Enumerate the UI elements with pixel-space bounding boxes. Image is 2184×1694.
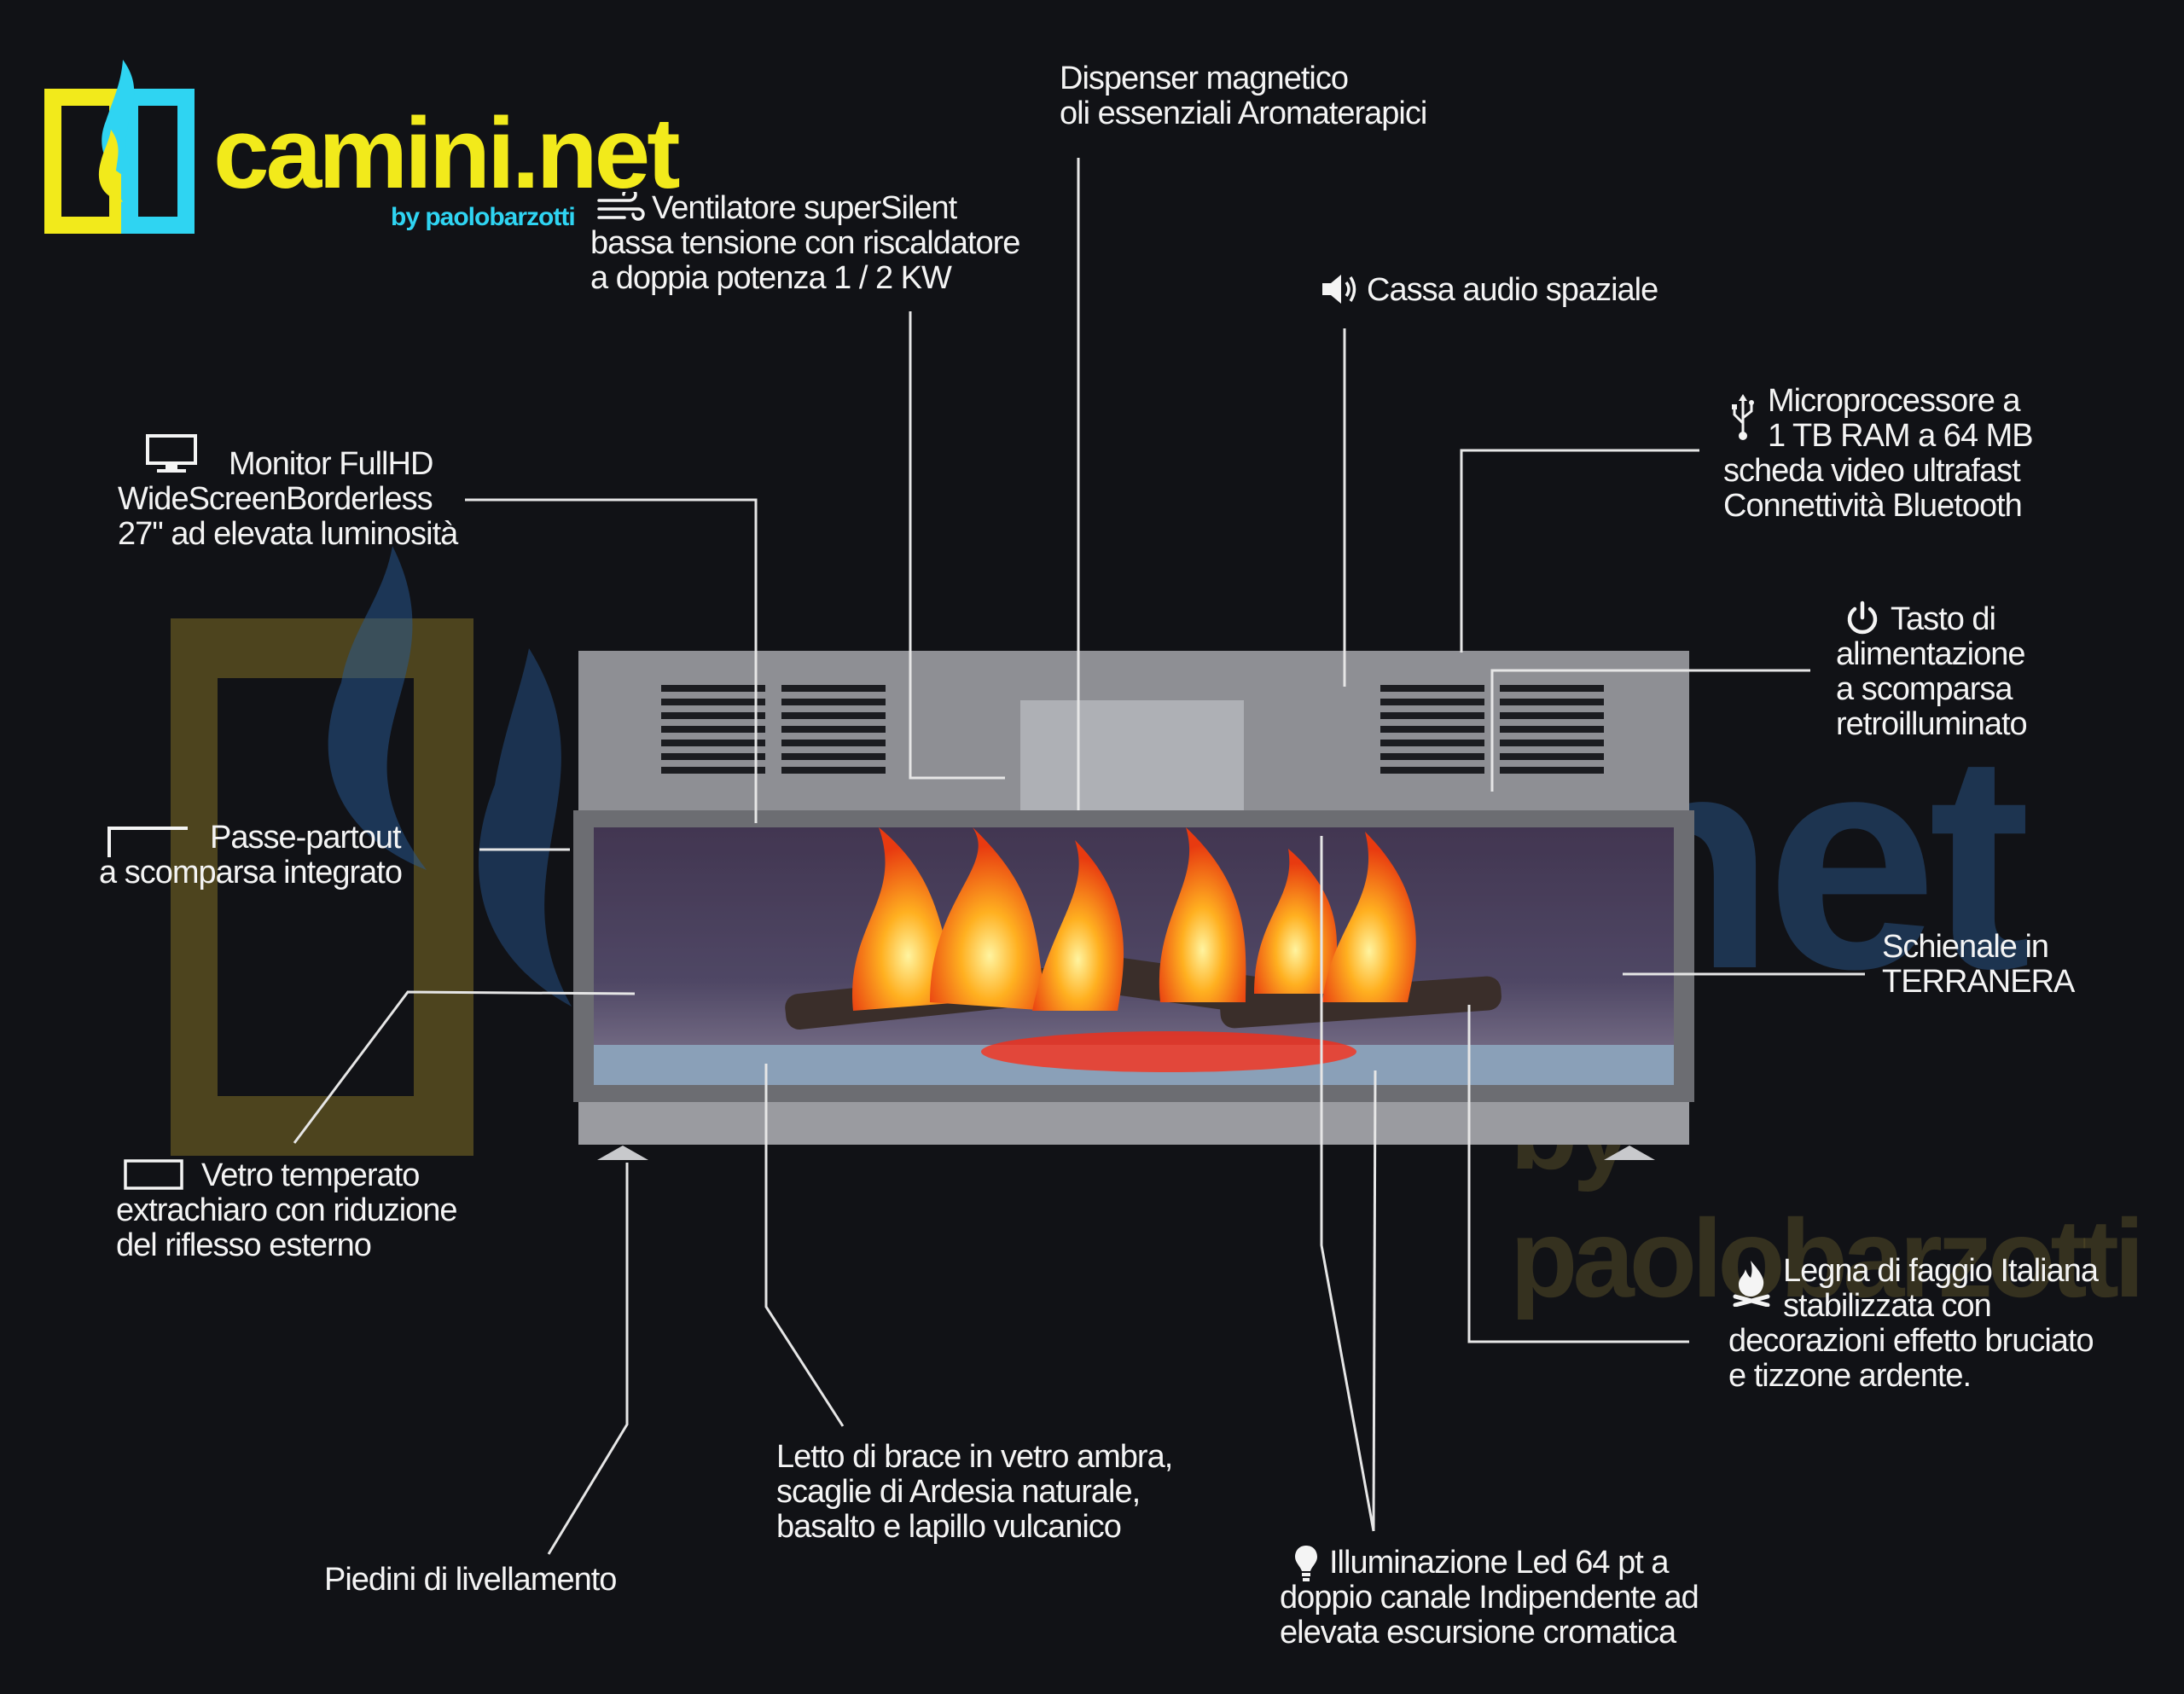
label-cassa-line1: Cassa audio spaziale <box>1367 272 1658 308</box>
label-ventilatore-line2: bassa tensione con riscaldatore <box>590 225 1020 261</box>
label-schienale-line1: Schienale in <box>1882 929 2049 965</box>
speaker-icon <box>1322 275 1356 304</box>
label-microprocessore-line3: scheda video ultrafast <box>1723 453 2021 489</box>
glass-panel-icon <box>124 1159 183 1190</box>
watermark-logo-icon <box>171 546 572 1156</box>
brand-logo-icon <box>44 60 195 234</box>
label-illuminazione: Illuminazione Led 64 pt a doppio canale … <box>1280 1546 1699 1650</box>
leader-piedini <box>547 1163 629 1555</box>
fireplace-illustration <box>573 651 1694 1160</box>
monitor-icon <box>146 434 197 473</box>
label-schienale: Schienale in TERRANERA <box>1882 929 2075 1000</box>
label-passe-line2: a scomparsa integrato <box>99 855 403 891</box>
label-passe: Passe-partout a scomparsa integrato <box>99 820 403 891</box>
label-tasto-line1: Tasto di <box>1891 601 1996 637</box>
leader-letto <box>764 1064 845 1427</box>
label-microprocessore-line1: Microprocessore a <box>1768 383 2021 419</box>
leader-ventilatore <box>909 311 1005 780</box>
label-legna: Legna di faggio Italiana stabilizzata co… <box>1728 1253 2099 1394</box>
leader-illuminazione-a <box>1320 836 1375 1532</box>
wind-icon <box>597 192 645 221</box>
label-monitor-line3: 27" ad elevata luminosità <box>118 516 458 552</box>
label-legna-line1: Legna di faggio Italiana <box>1783 1253 2099 1289</box>
leader-legna <box>1467 1005 1689 1343</box>
label-microprocessore-line4: Connettività Bluetooth <box>1723 488 2023 524</box>
power-icon <box>1847 600 1878 635</box>
leader-vetro <box>293 990 636 1144</box>
leader-monitor <box>465 498 758 823</box>
label-ventilatore-line1: Ventilatore superSilent <box>652 190 957 226</box>
label-legna-line2: stabilizzata con <box>1783 1288 1992 1324</box>
leader-illuminazione-b <box>1372 1070 1377 1532</box>
label-vetro-line3: del riflesso esterno <box>116 1227 372 1263</box>
label-letto-line1: Letto di brace in vetro ambra, <box>776 1439 1173 1475</box>
label-cassa: Cassa audio spaziale <box>1367 273 1658 308</box>
label-dispenser-line1: Dispenser magnetico <box>1060 61 1349 96</box>
label-legna-line3: decorazioni effetto bruciato <box>1728 1323 2094 1359</box>
watermark-tagline: by paolobarzotti <box>1510 1068 2145 1320</box>
label-dispenser-line2: oli essenziali Aromaterapici <box>1060 96 1427 131</box>
label-illuminazione-line1: Illuminazione Led 64 pt a <box>1329 1545 1670 1581</box>
label-tasto-line2: alimentazione <box>1836 636 2025 672</box>
label-monitor-line2: WideScreenBorderless <box>118 481 433 517</box>
label-piedini: Piedini di livellamento <box>324 1562 617 1598</box>
label-passe-line1: Passe-partout <box>210 820 402 856</box>
brand-name: camini.net <box>213 97 681 210</box>
label-monitor-line1: Monitor FullHD <box>229 446 433 482</box>
label-vetro-line2: extrachiaro con riduzione <box>116 1192 458 1228</box>
bulb-icon <box>1295 1546 1317 1581</box>
campfire-icon <box>1733 1261 1770 1307</box>
leader-tasto <box>1490 669 1810 792</box>
label-legna-line4: e tizzone ardente. <box>1728 1358 1972 1394</box>
usb-icon <box>1732 394 1754 440</box>
label-tasto-line4: retroilluminato <box>1836 706 2028 742</box>
label-letto-line2: scaglie di Ardesia naturale, <box>776 1474 1141 1510</box>
label-illuminazione-line2: doppio canale Indipendente ad <box>1280 1580 1699 1616</box>
label-microprocessore: Microprocessore a 1 TB RAM a 64 MB sched… <box>1723 383 2034 524</box>
label-monitor: Monitor FullHD WideScreenBorderless 27" … <box>118 446 458 552</box>
label-tasto-line3: a scomparsa <box>1836 671 2013 707</box>
leader-microprocessore <box>1460 449 1699 653</box>
label-vetro: Vetro temperato extrachiaro con riduzion… <box>116 1157 458 1263</box>
label-ventilatore-line3: a doppia potenza 1 / 2 KW <box>590 260 952 296</box>
label-dispenser: Dispenser magnetico oli essenziali Aroma… <box>1060 61 1427 131</box>
label-ventilatore: Ventilatore superSilent bassa tensione c… <box>590 190 1020 296</box>
label-letto-line3: basalto e lapillo vulcanico <box>776 1509 1122 1545</box>
label-vetro-line1: Vetro temperato <box>201 1157 420 1193</box>
label-microprocessore-line2: 1 TB RAM a 64 MB <box>1768 418 2034 454</box>
frame-corner-icon <box>107 827 188 857</box>
label-letto: Letto di brace in vetro ambra, scaglie d… <box>776 1439 1173 1545</box>
label-tasto: Tasto di alimentazione a scomparsa retro… <box>1836 601 2028 742</box>
label-piedini-line1: Piedini di livellamento <box>324 1562 617 1598</box>
label-illuminazione-line3: elevata escursione cromatica <box>1280 1615 1676 1650</box>
brand-tagline: by paolobarzotti <box>391 203 576 231</box>
label-schienale-line2: TERRANERA <box>1882 964 2075 1000</box>
